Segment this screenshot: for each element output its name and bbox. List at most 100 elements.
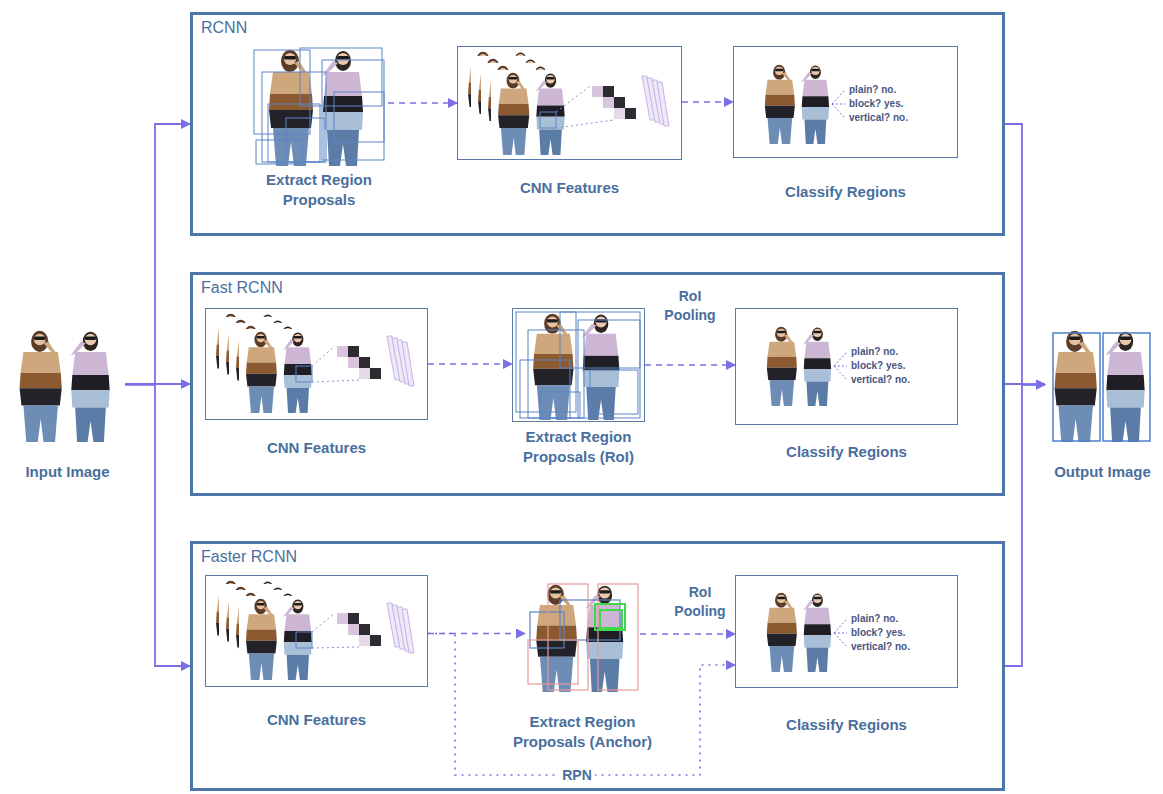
class-list: plain? no.block? yes.vertical? no. bbox=[849, 83, 908, 125]
caption-holder: CNN Features bbox=[217, 438, 417, 458]
class-answer: block? yes. bbox=[849, 97, 908, 111]
proposal-box bbox=[256, 140, 302, 164]
edge-label-holder: RPN bbox=[559, 766, 595, 785]
class-answer: plain? no. bbox=[851, 612, 910, 626]
anchor-box bbox=[548, 584, 588, 690]
proposal-box bbox=[268, 104, 320, 162]
class-answer: vertical? no. bbox=[851, 373, 910, 387]
stage-caption: CNN Features bbox=[217, 438, 417, 458]
proposal-boxes bbox=[254, 48, 384, 164]
stage-box: plain? no.block? yes.vertical? no.Classi… bbox=[735, 308, 958, 425]
edge-label: RoI Pooling bbox=[660, 287, 720, 325]
class-answer: vertical? no. bbox=[849, 111, 908, 125]
feature-maps bbox=[592, 76, 669, 126]
stage-caption: Classify Regions bbox=[747, 715, 947, 735]
class-pointer bbox=[834, 619, 847, 633]
dashed-arrow bbox=[645, 364, 735, 366]
edge-label-holder: RoI Pooling bbox=[670, 583, 730, 621]
anchor-box bbox=[528, 640, 578, 684]
title-holder: Faster RCNN bbox=[201, 548, 297, 566]
proposal-boxes bbox=[516, 312, 640, 418]
stage-caption: Extract Region Proposals bbox=[244, 170, 394, 210]
stage-box: Extract Region Proposals (RoI) bbox=[512, 308, 645, 422]
stage-caption: Extract Region Proposals (Anchor) bbox=[503, 712, 663, 752]
stage-box: Extract Region Proposals (Anchor) bbox=[525, 580, 640, 692]
proposal-box bbox=[520, 360, 570, 418]
anchor-box bbox=[598, 584, 638, 690]
proposal-box bbox=[286, 118, 324, 162]
caption-holder: Extract Region Proposals bbox=[244, 170, 394, 210]
class-answer: plain? no. bbox=[849, 83, 908, 97]
caption-holder: Classify Regions bbox=[747, 715, 947, 735]
feature-line bbox=[312, 346, 335, 366]
output-image: Output Image bbox=[1045, 327, 1160, 442]
proposal-box bbox=[262, 72, 326, 162]
class-answer: vertical? no. bbox=[851, 640, 910, 654]
feature-line bbox=[312, 613, 335, 632]
patch-box bbox=[296, 632, 312, 648]
dashed-arrow bbox=[640, 633, 735, 635]
caption-holder: CNN Features bbox=[470, 178, 670, 198]
caption-holder: Input Image bbox=[8, 462, 128, 482]
feature-line bbox=[556, 120, 614, 128]
caption-holder: Extract Region Proposals (RoI) bbox=[504, 427, 654, 467]
stacked-photo bbox=[239, 596, 323, 680]
stacked-photo bbox=[491, 70, 576, 155]
class-pointer bbox=[834, 366, 847, 367]
class-pointers bbox=[834, 619, 847, 647]
stage-caption: Extract Region Proposals (RoI) bbox=[504, 427, 654, 467]
edge-label: RoI Pooling bbox=[670, 583, 730, 621]
dashed-arrow bbox=[388, 102, 457, 104]
class-pointer bbox=[834, 352, 847, 366]
feature-maps bbox=[337, 336, 414, 386]
proposal-box bbox=[334, 92, 384, 142]
caption-holder: Classify Regions bbox=[746, 182, 946, 202]
class-pointer bbox=[832, 104, 845, 118]
anchor-photo bbox=[527, 581, 638, 692]
caption-holder: Output Image bbox=[1048, 462, 1158, 482]
feature-line bbox=[312, 380, 359, 382]
class-pointers bbox=[834, 352, 847, 380]
edge-label: RPN bbox=[559, 766, 595, 785]
stage-caption: Output Image bbox=[1048, 462, 1158, 482]
stage-box: Extract Region Proposals bbox=[250, 46, 388, 166]
detection-box bbox=[1103, 333, 1150, 441]
stage-box: CNN Features bbox=[205, 575, 428, 687]
stage-caption: CNN Features bbox=[217, 710, 417, 730]
proposal-box bbox=[528, 330, 584, 418]
title-holder: Fast RCNN bbox=[201, 279, 283, 297]
dashed-arrow bbox=[428, 634, 735, 776]
proposal-photo bbox=[524, 310, 634, 420]
stage-box: plain? no.block? yes.vertical? no.Classi… bbox=[735, 575, 958, 688]
class-pointers bbox=[832, 90, 845, 118]
class-list: plain? no.block? yes.vertical? no. bbox=[851, 345, 910, 387]
output-photo bbox=[1045, 327, 1160, 442]
class-pointer bbox=[834, 366, 847, 380]
feature-line bbox=[312, 647, 359, 648]
stage-caption: Classify Regions bbox=[746, 182, 946, 202]
stage-box: CNN Features bbox=[205, 308, 428, 420]
method-panel: RCNNExtract Region ProposalsCNN Features… bbox=[190, 12, 1005, 236]
edge-label-holder: RoI Pooling bbox=[660, 287, 720, 325]
flow-arrow bbox=[125, 124, 190, 385]
panel-title: Faster RCNN bbox=[201, 548, 297, 566]
class-answer: block? yes. bbox=[851, 359, 910, 373]
classify-photo bbox=[760, 590, 842, 672]
detection-boxes bbox=[1053, 333, 1150, 441]
class-answer: plain? no. bbox=[851, 345, 910, 359]
dashed-arrow bbox=[682, 101, 733, 103]
flow-arrow bbox=[125, 385, 190, 667]
title-holder: RCNN bbox=[201, 19, 247, 37]
class-pointer bbox=[832, 90, 845, 104]
anchor-box bbox=[600, 610, 622, 628]
class-answer: block? yes. bbox=[851, 626, 910, 640]
class-pointer bbox=[832, 104, 845, 105]
stage-box: plain? no.block? yes.vertical? no.Classi… bbox=[733, 46, 958, 158]
method-panel: Fast RCNNCNN FeaturesExtract Region Prop… bbox=[190, 272, 1005, 496]
method-panel: Faster RCNNCNN FeaturesExtract Region Pr… bbox=[190, 541, 1005, 791]
feature-line bbox=[556, 86, 590, 112]
proposal-box bbox=[540, 392, 580, 418]
